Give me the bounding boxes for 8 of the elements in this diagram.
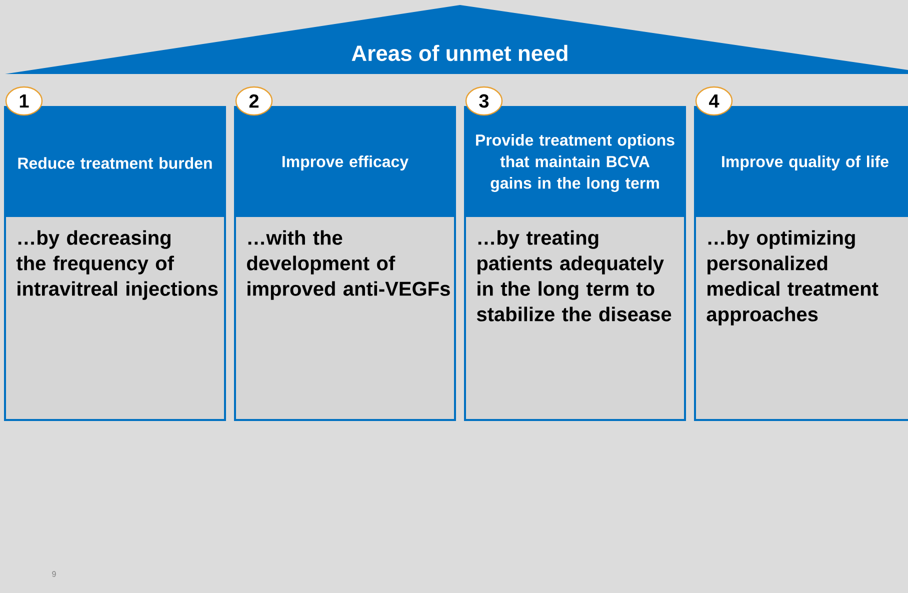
column-card: Reduce treatment burden …by decreasing the frequency of intravitreal injections bbox=[4, 106, 226, 421]
number-badge: 2 bbox=[235, 86, 273, 116]
number-badge: 1 bbox=[5, 86, 43, 116]
number-badge: 3 bbox=[465, 86, 503, 116]
number-badge: 4 bbox=[695, 86, 733, 116]
roof-banner: Areas of unmet need bbox=[5, 5, 908, 74]
page-number: 9 bbox=[52, 571, 56, 577]
column-card: Improve quality of life …by optimizing personalized medical treatment approaches bbox=[694, 106, 908, 421]
